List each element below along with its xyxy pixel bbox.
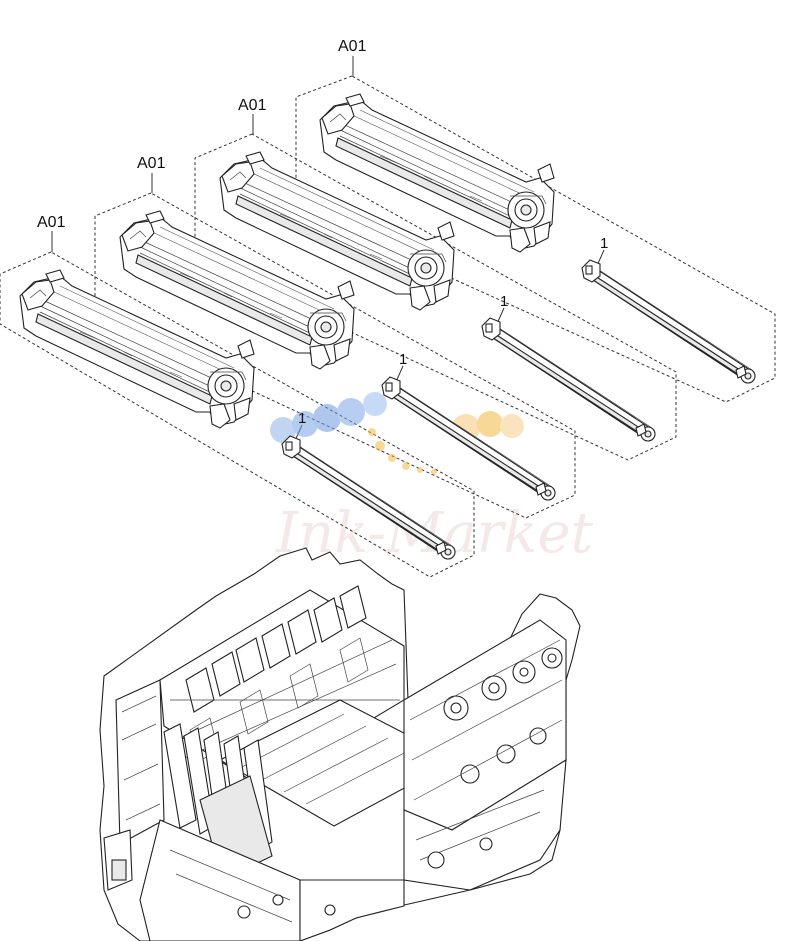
- assembly-outline-3: [194, 133, 677, 461]
- callout-a01-2: A01: [137, 155, 166, 172]
- callout-a01-4: A01: [338, 38, 367, 55]
- callout-part-1-2: 1: [399, 351, 407, 368]
- callout-part-1-4: 1: [600, 235, 608, 252]
- assembly-outline-2: [94, 192, 576, 519]
- printer-chassis: [99, 547, 581, 941]
- assembly-outline-1: [0, 251, 475, 578]
- callout-a01-3: A01: [238, 97, 267, 114]
- callout-part-1-3: 1: [500, 293, 508, 310]
- guide-ribs: [163, 723, 273, 881]
- callout-a01-1: A01: [37, 214, 66, 231]
- assembly-outline-4: [295, 75, 776, 403]
- roller-4: [581, 259, 756, 384]
- callout-labels: A01 A01 A01 A01 1 1 1 1: [37, 38, 608, 427]
- roller-2: [381, 376, 556, 501]
- assembly-outlines: [0, 75, 776, 578]
- drive-gears: [443, 647, 563, 784]
- callout-part-1-1: 1: [298, 410, 306, 427]
